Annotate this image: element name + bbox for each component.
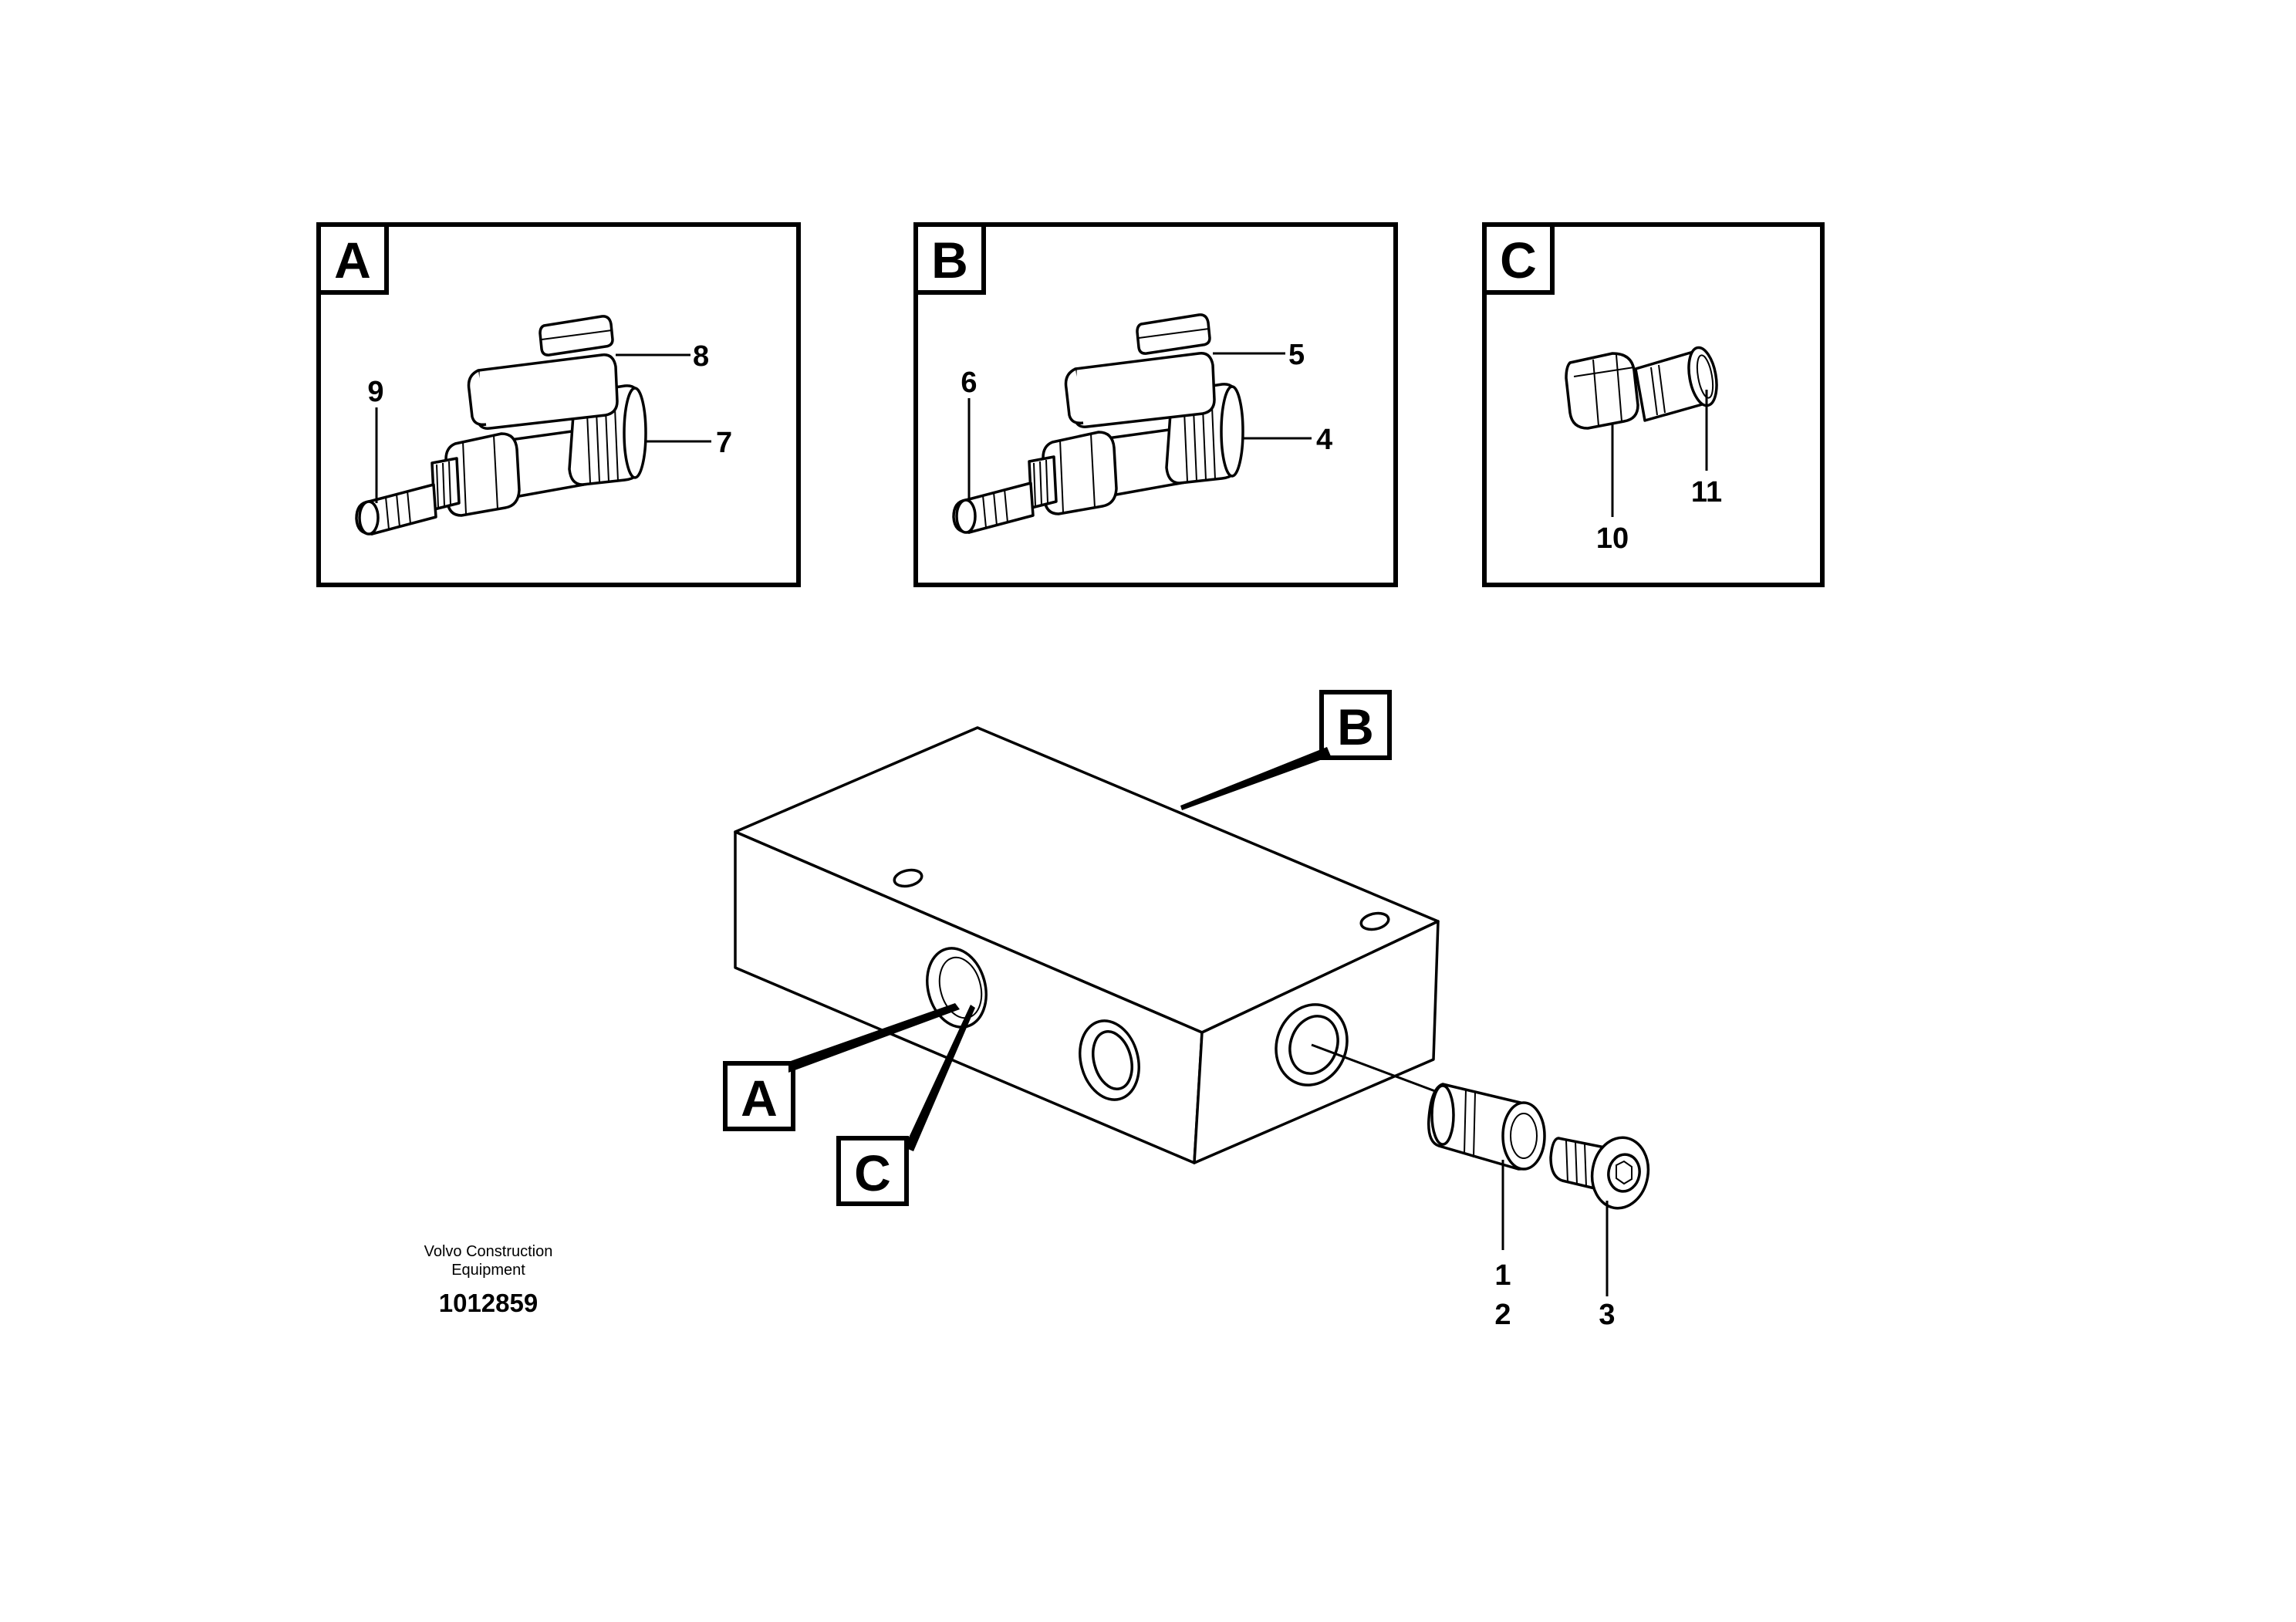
callout-9: 9 — [367, 376, 383, 408]
view-letter-box-c — [1482, 222, 1555, 295]
adapter-fitting — [1427, 1083, 1546, 1171]
detail-frame-b — [913, 222, 1398, 587]
view-label-b: B — [1337, 698, 1374, 755]
block-port — [1079, 1019, 1140, 1101]
callout-4: 4 — [1316, 424, 1332, 456]
plug-fitting — [1549, 1136, 1650, 1210]
view-label-a: A — [741, 1070, 778, 1127]
detail-frame-a — [316, 222, 801, 587]
company-name-line2: Equipment — [451, 1262, 525, 1279]
view-letter-box-a — [316, 222, 389, 295]
detail-frame-c — [1482, 222, 1825, 587]
view-letter-a: A — [334, 231, 371, 289]
company-name-line1: Volvo Construction — [424, 1243, 553, 1260]
view-label-box-c — [836, 1136, 909, 1206]
callout-5: 5 — [1288, 339, 1305, 371]
detail-view-a: A 8 7 9 — [316, 222, 801, 587]
valve-block — [734, 726, 1440, 1164]
solenoid-valve-b — [952, 313, 1244, 534]
callout-11: 11 — [1691, 476, 1722, 509]
drawing-number: 1012859 — [439, 1289, 538, 1317]
block-top-hole — [893, 868, 923, 888]
callout-3: 3 — [1599, 1299, 1615, 1331]
detail-view-b: B 5 4 6 — [913, 222, 1398, 587]
view-label-box-a — [723, 1061, 795, 1131]
detail-view-c: C 10 11 — [1482, 222, 1825, 587]
view-letter-c: C — [1500, 231, 1537, 289]
view-label-box-b — [1319, 690, 1392, 760]
solenoid-valve-a — [355, 315, 647, 536]
callout-8: 8 — [693, 340, 709, 373]
callout-1: 1 — [1494, 1259, 1511, 1292]
callout-10: 10 — [1596, 522, 1629, 555]
callout-6: 6 — [961, 367, 977, 399]
block-top-hole — [1359, 911, 1390, 931]
view-letter-box-b — [913, 222, 986, 295]
callout-7: 7 — [716, 427, 732, 459]
view-label-c: C — [854, 1144, 891, 1201]
callout-2: 2 — [1494, 1299, 1511, 1331]
plug-with-seal — [1565, 346, 1718, 430]
view-letter-b: B — [931, 231, 968, 289]
